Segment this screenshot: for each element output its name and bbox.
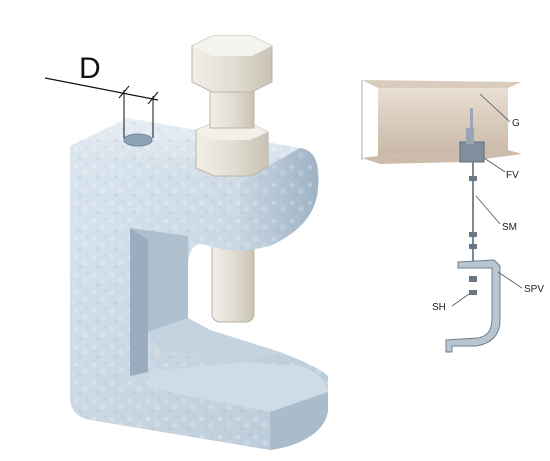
callout-sh: SH bbox=[432, 302, 446, 313]
i-beam-web bbox=[378, 88, 508, 156]
callout-fv: FV bbox=[506, 170, 519, 181]
pipe-support-bracket bbox=[445, 259, 501, 353]
leader-sh bbox=[451, 293, 470, 307]
clamp-bottom-lip bbox=[148, 362, 328, 412]
bolt-hole bbox=[123, 133, 153, 147]
leader-fv bbox=[483, 157, 506, 173]
leader-g bbox=[479, 93, 511, 123]
leader-sm bbox=[475, 195, 501, 225]
callout-spv: SPV bbox=[524, 284, 544, 295]
mini-clamp bbox=[459, 141, 485, 163]
leader-spv bbox=[497, 271, 523, 289]
dimension-line bbox=[44, 77, 159, 101]
callout-sm: SM bbox=[502, 222, 517, 233]
callout-g: G bbox=[512, 118, 520, 129]
i-beam-top-flange bbox=[362, 80, 522, 88]
dimension-label: D bbox=[79, 52, 101, 85]
beam-clamp: D bbox=[44, 35, 328, 450]
installation-diagram: G FV SM SPV SH bbox=[361, 80, 544, 353]
